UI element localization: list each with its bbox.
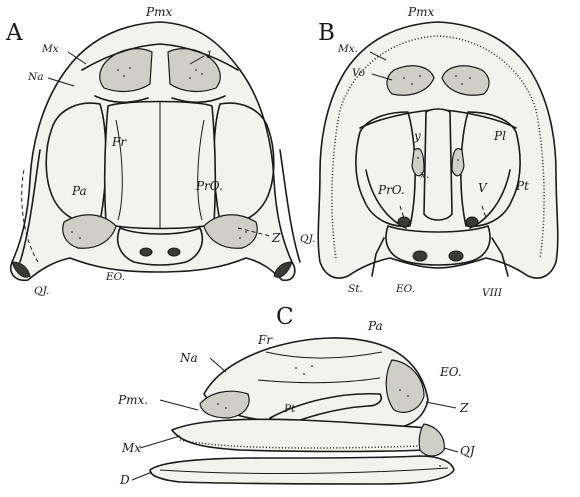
panel-a-label-z: Z [271,231,281,245]
panel-c-label-pt: Pt [283,403,296,415]
panel-c-label-pa: Pa [367,319,383,333]
panel-a-exoccipital [118,228,203,265]
panel-c-letter: C [276,304,294,330]
panel-c-label-d: D [119,473,130,487]
panel-b-skull-ventral [318,22,558,278]
panel-a-label-pro: PrO. [195,179,223,193]
panel-c-label-z: Z [459,401,469,415]
panel-b-parasphenoid [424,109,452,220]
panel-b-label-y: y [413,129,421,143]
panel-c-label-qj: QJ [460,444,476,458]
panel-b-label-eo: EO. [395,283,415,295]
panel-b-occipital [386,226,490,265]
panel-a-skull-dorsal [11,22,300,280]
panel-a-label-mx: Mx [41,43,59,55]
panel-a-letter: A [5,20,23,46]
panel-b-label-x: x. [420,169,429,181]
panel-c-exoccipital [386,360,424,412]
panel-a-label-1: 1 [206,49,213,61]
panel-a-label-qj: QJ. [34,285,49,297]
panel-c-label-eo: EO. [439,365,462,379]
panel-b-label-pt: Pt [515,179,529,193]
panel-a-label-pmx: Pmx [145,5,172,19]
panel-c-label-mx: Mx [121,441,141,455]
panel-b-label-st: St. [348,283,363,295]
panel-a-label-fr: Fr [111,135,127,149]
panel-a-label-eo: EO. [105,271,125,283]
panel-b-label-vo: Vo [352,67,365,79]
panel-b-label-pro: PrO. [377,183,405,197]
panel-b-letter: B [318,20,335,46]
panel-c-quadratojugal [419,424,444,456]
panel-c-label-fr: Fr [257,333,273,347]
panel-b-label-pl: Pl [493,129,506,143]
panel-c-label-pmx: Pmx. [117,393,148,407]
panel-a-label-pa: Pa [71,184,87,198]
panel-b-label-v: V [478,181,488,195]
panel-b-label-viii: VIII [482,287,503,299]
panel-c-label-na: Na [179,351,198,365]
panel-a-label-na: Na [27,71,43,83]
panel-b-label-mx: Mx. [337,43,358,55]
panel-b-label-pmx: Pmx [407,5,434,19]
panel-b-label-qj: QJ. [300,233,315,245]
